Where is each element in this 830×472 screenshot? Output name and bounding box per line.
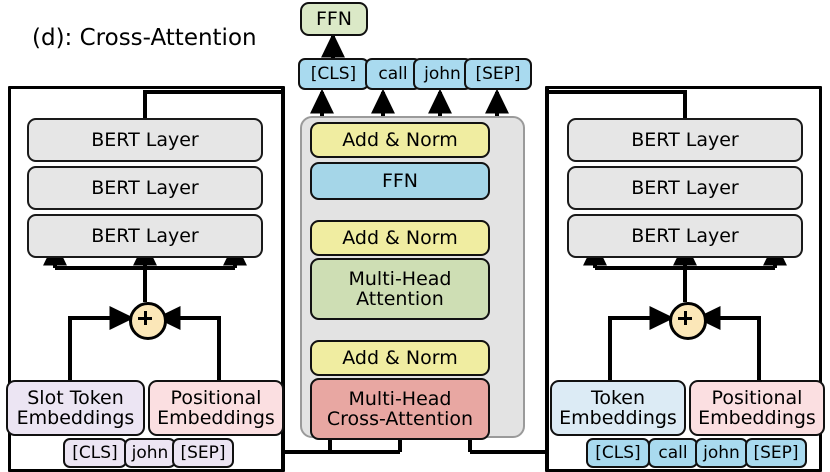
right-input-token-call[interactable]: call	[648, 438, 698, 468]
left-slot-token-embeddings[interactable]: Slot Token Embeddings	[6, 380, 145, 436]
right-bert-layer-2[interactable]: BERT Layer	[567, 166, 803, 210]
decoder-add-norm-2[interactable]: Add & Norm	[310, 220, 490, 256]
decoder-add-norm-1[interactable]: Add & Norm	[310, 340, 490, 376]
left-bert-layer-2[interactable]: BERT Layer	[27, 166, 263, 210]
right-sum-node	[669, 302, 707, 340]
decoder-ffn[interactable]: FFN	[310, 162, 490, 200]
output-ffn-head[interactable]: FFN	[300, 2, 368, 36]
right-token-embeddings[interactable]: Token Embeddings	[550, 380, 686, 436]
left-input-token-sep[interactable]: [SEP]	[172, 438, 234, 468]
right-positional-embeddings[interactable]: Positional Embeddings	[689, 380, 825, 436]
right-encoder-panel	[545, 86, 822, 472]
output-ffn-label: FFN	[315, 7, 353, 30]
left-positional-embeddings[interactable]: Positional Embeddings	[148, 380, 284, 436]
left-bert-layer-1[interactable]: BERT Layer	[27, 214, 263, 258]
right-input-token-john[interactable]: john	[695, 438, 748, 468]
left-sum-node	[129, 302, 167, 340]
figure-label: (d): Cross-Attention	[32, 25, 257, 51]
left-input-token-john[interactable]: john	[124, 438, 176, 468]
decoder-multi-head-cross-attention[interactable]: Multi-Head Cross-Attention	[310, 378, 490, 440]
left-input-token-cls[interactable]: [CLS]	[63, 438, 127, 468]
right-input-token-sep[interactable]: [SEP]	[745, 438, 807, 468]
right-bert-layer-1[interactable]: BERT Layer	[567, 214, 803, 258]
left-bert-layer-3[interactable]: BERT Layer	[27, 118, 263, 162]
decoder-multi-head-attention[interactable]: Multi-Head Attention	[310, 258, 490, 320]
output-token-cls[interactable]: [CLS]	[298, 58, 369, 90]
right-input-token-cls[interactable]: [CLS]	[586, 438, 650, 468]
output-token-sep[interactable]: [SEP]	[464, 58, 532, 90]
right-bert-layer-3[interactable]: BERT Layer	[567, 118, 803, 162]
left-encoder-panel	[8, 86, 285, 472]
decoder-add-norm-3[interactable]: Add & Norm	[310, 122, 490, 158]
